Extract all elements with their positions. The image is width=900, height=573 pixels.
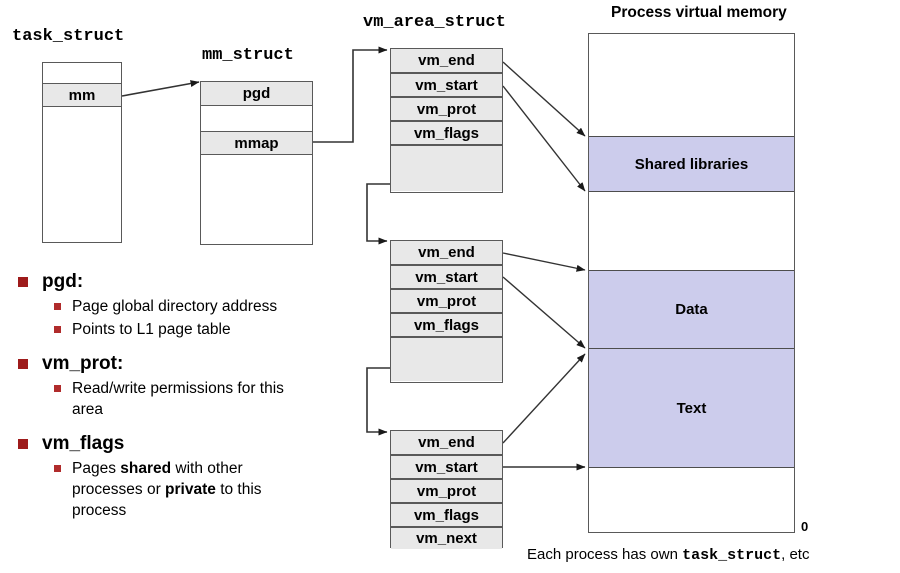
- memory-segment-text[interactable]: Text: [589, 348, 794, 468]
- vma2-row-vm-end[interactable]: vm_end: [391, 241, 502, 265]
- caption-mono-task-struct: task_struct: [682, 547, 782, 564]
- bullet-pgd-item-2-text: Points to L1 page table: [72, 321, 231, 338]
- vma2-row-vm-flags[interactable]: vm_flags: [391, 313, 502, 337]
- vma3-row-vm-end[interactable]: vm_end: [391, 431, 502, 455]
- mm-struct-row-blank-1: [201, 106, 312, 131]
- square-bullet-icon: [18, 439, 28, 449]
- vma1-row-vm-end[interactable]: vm_end: [391, 49, 502, 73]
- bullet-pgd-item-1: Page global directory address: [54, 296, 368, 317]
- bullet-vm-flags-item-1-text: Pages shared with other processes or pri…: [72, 460, 262, 519]
- mm-struct-row-blank-2: [201, 155, 312, 243]
- vma2-row-blank: [391, 337, 502, 381]
- square-bullet-icon: [18, 277, 28, 287]
- vma2-row-vm-prot[interactable]: vm_prot: [391, 289, 502, 313]
- vm-area-struct-title: vm_area_struct: [363, 13, 506, 32]
- task-struct-row-blank-bottom: [43, 107, 121, 241]
- bullet-vm-flags-item-1: Pages shared with other processes or pri…: [54, 458, 284, 521]
- vma1-row-vm-start[interactable]: vm_start: [391, 73, 502, 97]
- process-virtual-memory-box: Shared libraries Data Text: [588, 33, 795, 533]
- square-subbullet-icon: [54, 465, 61, 472]
- bullet-vm-prot: vm_prot:: [18, 352, 368, 376]
- mm-struct-row-mmap[interactable]: mmap: [201, 131, 312, 155]
- caption-post: , etc: [781, 546, 810, 563]
- caption-pre: Each process has own: [527, 546, 683, 563]
- vm-area-struct-1-box: vm_end vm_start vm_prot vm_flags: [390, 48, 503, 193]
- vma3-row-vm-start[interactable]: vm_start: [391, 455, 502, 479]
- mm-struct-title: mm_struct: [202, 46, 294, 65]
- memory-segment-data[interactable]: Data: [589, 270, 794, 348]
- bullet-list: pgd: Page global directory address Point…: [18, 258, 368, 521]
- vma2-row-vm-start[interactable]: vm_start: [391, 265, 502, 289]
- square-subbullet-icon: [54, 385, 61, 392]
- task-struct-row-mm[interactable]: mm: [43, 83, 121, 107]
- bullet-vm-prot-heading: vm_prot:: [42, 353, 124, 374]
- bullet-vm-prot-item-1: Read/write permissions for this area: [54, 378, 304, 420]
- square-subbullet-icon: [54, 326, 61, 333]
- bullet-pgd-heading: pgd:: [42, 271, 84, 292]
- vma3-row-vm-flags[interactable]: vm_flags: [391, 503, 502, 527]
- task-struct-box: mm: [42, 62, 122, 243]
- vma1-row-blank: [391, 145, 502, 191]
- square-bullet-icon: [18, 359, 28, 369]
- memory-segment-shared-libraries[interactable]: Shared libraries: [589, 136, 794, 192]
- bullet-pgd-item-1-text: Page global directory address: [72, 298, 278, 315]
- bullet-vm-flags-heading: vm_flags: [42, 433, 125, 454]
- vma1-row-vm-flags[interactable]: vm_flags: [391, 121, 502, 145]
- task-struct-row-blank-top: [43, 63, 121, 83]
- bullet-pgd: pgd:: [18, 270, 368, 294]
- mm-struct-row-pgd[interactable]: pgd: [201, 82, 312, 106]
- bullet-vm-flags: vm_flags: [18, 432, 368, 456]
- zero-address-label: 0: [801, 519, 809, 534]
- task-struct-title: task_struct: [12, 27, 125, 46]
- vm-area-struct-2-box: vm_end vm_start vm_prot vm_flags: [390, 240, 503, 383]
- square-subbullet-icon: [54, 303, 61, 310]
- vm-area-struct-3-box: vm_end vm_start vm_prot vm_flags vm_next: [390, 430, 503, 549]
- vma3-row-vm-next[interactable]: vm_next: [391, 527, 502, 549]
- process-virtual-memory-title: Process virtual memory: [611, 4, 787, 21]
- mm-struct-box: pgd mmap: [200, 81, 313, 245]
- vma1-row-vm-prot[interactable]: vm_prot: [391, 97, 502, 121]
- caption: Each process has own task_struct, etc: [527, 546, 809, 564]
- vma3-row-vm-prot[interactable]: vm_prot: [391, 479, 502, 503]
- bullet-pgd-item-2: Points to L1 page table: [54, 319, 368, 340]
- bullet-vm-prot-item-1-text: Read/write permissions for this area: [72, 380, 284, 418]
